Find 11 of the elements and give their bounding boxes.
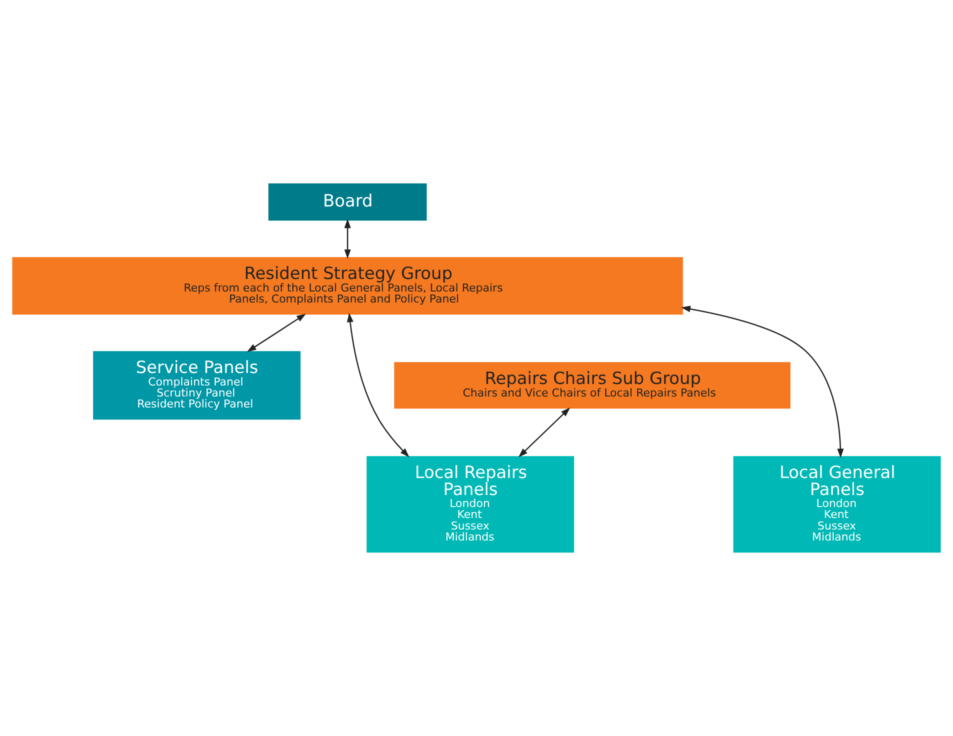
node-box: Local Repairs Panels London Kent Sussex Midlands (366, 456, 574, 553)
node-box: Resident Strategy Group Reps from each of the Local General Panels, Local Repairs Panels, Complaints Panel and Policy Panel (12, 257, 683, 315)
node-box: Board (268, 183, 427, 221)
arrow (246, 314, 306, 352)
arrow (344, 218, 351, 259)
node-box: Local General Panels London Kent Sussex Midlands (733, 456, 941, 553)
arrow (681, 306, 844, 458)
arrow (518, 407, 570, 458)
node-box: Repairs Chairs Sub Group Chairs and Vice Chairs of Local Repairs Panels (394, 362, 790, 409)
arrow (346, 312, 410, 458)
node-box: Service Panels Complaints Panel Scrutiny Panel Resident Policy Panel (93, 351, 301, 420)
